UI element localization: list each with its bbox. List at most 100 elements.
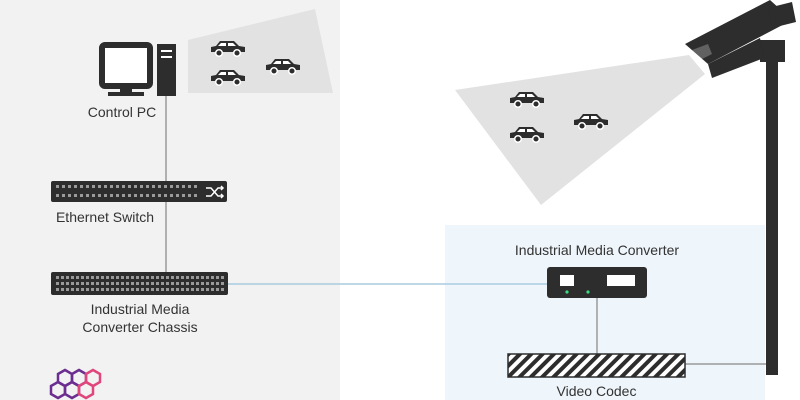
port-dot [66, 276, 69, 279]
port-dot [91, 282, 94, 285]
port-dot [151, 276, 154, 279]
port-dot [188, 185, 191, 188]
port-dot [146, 282, 149, 285]
port-dot [104, 185, 107, 188]
port-dot [182, 185, 185, 188]
port-dot [111, 276, 114, 279]
port-dot [66, 282, 69, 285]
port-dot [170, 185, 173, 188]
port-dot [151, 282, 154, 285]
port-dot [116, 276, 119, 279]
camera-view-area [455, 55, 705, 205]
port-dot [201, 282, 204, 285]
port-dot [156, 276, 159, 279]
video-codec-device [507, 353, 686, 378]
port-dot [186, 282, 189, 285]
port-dot [166, 276, 169, 279]
port-dot [161, 282, 164, 285]
ethernet-switch-label: Ethernet Switch [55, 209, 155, 225]
port-dot [68, 194, 71, 197]
port-dot [98, 185, 101, 188]
port-dot [56, 185, 59, 188]
port-dot [62, 194, 65, 197]
port-dot [161, 276, 164, 279]
port-dot [171, 282, 174, 285]
port-dot [134, 185, 137, 188]
port-dot [61, 282, 64, 285]
port-dot [146, 276, 149, 279]
port-dot [176, 276, 179, 279]
chassis-label-line-1: Industrial Media [90, 301, 190, 317]
port-dot [181, 276, 184, 279]
port-dot [116, 185, 119, 188]
port-dot [131, 288, 134, 291]
port-dot [96, 276, 99, 279]
port-dot [126, 282, 129, 285]
port-dot [221, 276, 224, 279]
port-dot [206, 282, 209, 285]
port-dot [211, 276, 214, 279]
port-dot [134, 194, 137, 197]
port-dot [140, 194, 143, 197]
port-dot [176, 282, 179, 285]
port-dot [196, 276, 199, 279]
port-dot [211, 288, 214, 291]
chassis-label-line-2: Converter Chassis [82, 319, 198, 335]
port-dot [194, 185, 197, 188]
port-dot [158, 185, 161, 188]
port-dot [81, 276, 84, 279]
port-dot [81, 288, 84, 291]
port-dot [196, 282, 199, 285]
port-dot [71, 288, 74, 291]
port-dot [86, 185, 89, 188]
port-dot [74, 185, 77, 188]
port-dot [80, 185, 83, 188]
port-dot [221, 288, 224, 291]
port-dot [131, 276, 134, 279]
port-dot [101, 276, 104, 279]
port-dot [131, 282, 134, 285]
converter-chassis-device [51, 272, 228, 295]
port-dot [152, 185, 155, 188]
port-dot [74, 194, 77, 197]
port-dot [156, 282, 159, 285]
port-dot [71, 282, 74, 285]
port-dot [211, 282, 214, 285]
port-dot [76, 276, 79, 279]
port-dot [56, 288, 59, 291]
port-dot [56, 194, 59, 197]
port-dot [106, 288, 109, 291]
port-dot [86, 288, 89, 291]
port-dot [61, 288, 64, 291]
port-dot [186, 288, 189, 291]
port-dot [176, 288, 179, 291]
port-dot [201, 288, 204, 291]
port-dot [136, 276, 139, 279]
port-dot [122, 194, 125, 197]
port-dot [201, 276, 204, 279]
port-dot [140, 185, 143, 188]
port-dot [106, 282, 109, 285]
video-codec-label: Video Codec [556, 383, 637, 399]
port-dot [128, 194, 131, 197]
port-dot [191, 282, 194, 285]
port-dot [126, 276, 129, 279]
port-dot [80, 194, 83, 197]
port-dot [221, 282, 224, 285]
port-dot [166, 282, 169, 285]
hexagon-logo [49, 368, 102, 400]
port-dot [116, 288, 119, 291]
port-dot [86, 282, 89, 285]
port-dot [98, 194, 101, 197]
media-converter-device [547, 267, 647, 298]
port-dot [164, 194, 167, 197]
port-dot [121, 282, 124, 285]
port-dot [186, 276, 189, 279]
port-dot [66, 288, 69, 291]
port-dot [181, 282, 184, 285]
port-dot [146, 194, 149, 197]
port-dot [141, 276, 144, 279]
port-dot [76, 282, 79, 285]
port-dot [92, 194, 95, 197]
media-converter-label: Industrial Media Converter [514, 242, 680, 258]
